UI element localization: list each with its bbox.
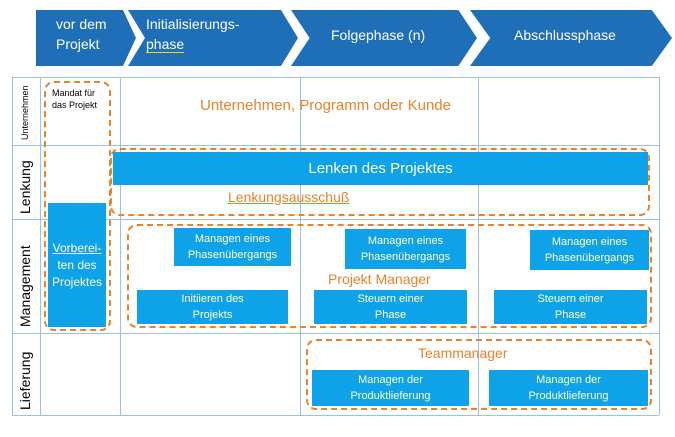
grid-line-row3: [12, 333, 659, 334]
box-line2: Phase: [554, 309, 587, 321]
steuern-box-2: Steuern einer Phase: [494, 290, 647, 324]
box-line2: Phase: [374, 309, 407, 321]
phase-arrow-folgephase: Folgephase (n): [291, 10, 477, 66]
vorbereiten-line3: Projektes: [51, 274, 103, 289]
teammanager-dashed-region: [306, 339, 652, 410]
phase-arrow-abschlussphase: Abschlussphase: [470, 10, 672, 66]
phase-label: Folgephase (n): [331, 27, 426, 43]
box-line1: Managen eines: [367, 235, 444, 247]
box-line1: Initiieren des: [181, 293, 244, 305]
lenken-label: Lenken des Projektes: [308, 159, 453, 177]
phase-label-line1: Initialisierungs-: [146, 16, 240, 32]
phase-arrow-initialisierung: Initialisierungs- phase: [128, 10, 298, 66]
produktlieferung-box-1: Managen der Produktlieferung: [312, 370, 469, 406]
grid-line-right: [659, 77, 660, 415]
box-line2: Produktlieferung: [350, 390, 431, 402]
vorbereiten-box: Vorberei- ten des Projektes: [48, 203, 106, 327]
steuern-box-1: Steuern einer Phase: [314, 290, 467, 324]
mandat-text: Mandat für das Projekt: [52, 87, 97, 111]
box-line1: Managen eines: [551, 236, 628, 248]
box-line1: Managen der: [536, 374, 601, 386]
teammanager-label: Teammanager: [418, 345, 508, 361]
box-line1: Steuern einer: [537, 293, 604, 305]
box-line2: Produktlieferung: [528, 390, 609, 402]
box-line2: Phasenübergangs: [360, 251, 451, 263]
box-line1: Steuern einer: [357, 293, 424, 305]
produktlieferung-box-2: Managen der Produktlieferung: [489, 370, 648, 406]
row-label-lieferung: Lieferung: [17, 351, 33, 410]
row-label-lenkung: Lenkung: [17, 160, 33, 214]
phase-arrow-vor-dem-projekt: vor dem Projekt: [36, 10, 136, 66]
projekt-manager-dashed-region: [127, 224, 652, 328]
grid-line-col1: [120, 77, 121, 415]
box-line2: Phasenübergangs: [544, 252, 635, 264]
phase-label-line1: vor dem: [56, 16, 107, 32]
lenken-des-projektes-box: Lenken des Projektes: [113, 152, 648, 185]
phasenuebergang-box-1: Managen eines Phasenübergangs: [174, 228, 291, 266]
box-line2: Projekts: [192, 309, 233, 321]
projekt-manager-label: Projekt Manager: [328, 271, 431, 287]
phasenuebergang-box-3: Managen eines Phasenübergangs: [530, 230, 649, 270]
lenkungsausschuss-label: Lenkungsausschuß: [228, 189, 350, 205]
grid-line-row1: [12, 145, 659, 146]
box-line1: Managen der: [358, 374, 423, 386]
phase-label-line2: phase: [146, 36, 185, 53]
lenkungsausschuss-dashed-region: [110, 148, 650, 216]
mandat-line1: Mandat für: [52, 88, 96, 98]
grid-line-col3: [478, 77, 479, 415]
grid-line-top: [12, 77, 659, 78]
mandat-line2: das Projekt: [52, 100, 98, 110]
grid-line-row2: [12, 219, 659, 220]
unternehmen-label: Unternehmen, Programm oder Kunde: [200, 97, 451, 114]
grid-line-label: [40, 77, 41, 415]
row-label-unternehmen: Unternehmen: [20, 85, 30, 140]
box-line1: Managen eines: [194, 233, 271, 245]
box-line2: Phasenübergangs: [187, 249, 278, 261]
phase-label: Abschlussphase: [514, 27, 616, 43]
vorbereiten-line2: ten des: [57, 257, 97, 272]
grid-line-col2: [300, 77, 301, 415]
phasenuebergang-box-2: Managen eines Phasenübergangs: [345, 229, 466, 269]
vorbereiten-line1: Vorberei-: [52, 240, 102, 255]
initiieren-box: Initiieren des Projekts: [137, 290, 288, 324]
grid-line-left: [12, 77, 13, 415]
row-label-management: Management: [17, 245, 33, 327]
phase-label-line2: Projekt: [56, 36, 100, 52]
grid-line-bottom: [12, 415, 659, 416]
